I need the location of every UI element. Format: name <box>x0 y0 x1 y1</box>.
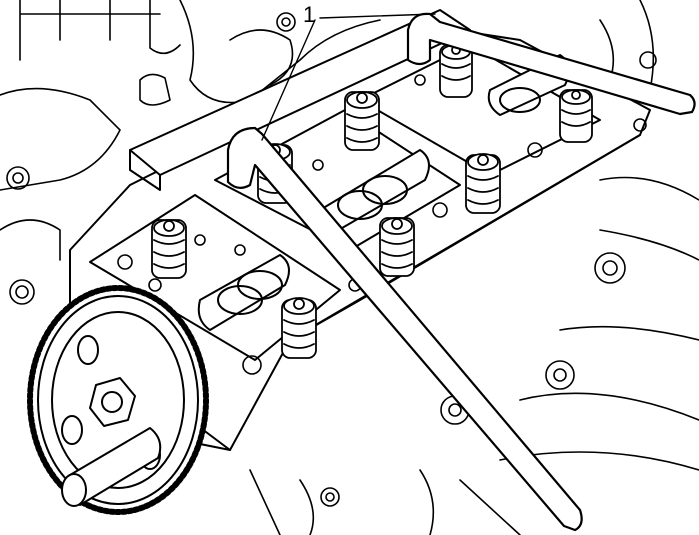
callout-label-1: 1 <box>303 2 315 27</box>
valve-spring <box>151 219 187 279</box>
callout-leader-lines <box>261 13 436 141</box>
alignment-rod-upper <box>406 12 696 116</box>
valve-spring <box>281 297 317 359</box>
valve-spring <box>559 89 593 143</box>
valve-spring <box>344 91 380 151</box>
alignment-rod-lower <box>226 126 583 532</box>
valve-springs <box>151 44 593 359</box>
gear-locking-pin <box>61 427 162 507</box>
valve-spring <box>439 44 473 98</box>
valve-spring <box>379 217 415 277</box>
valve-spring <box>465 153 501 214</box>
